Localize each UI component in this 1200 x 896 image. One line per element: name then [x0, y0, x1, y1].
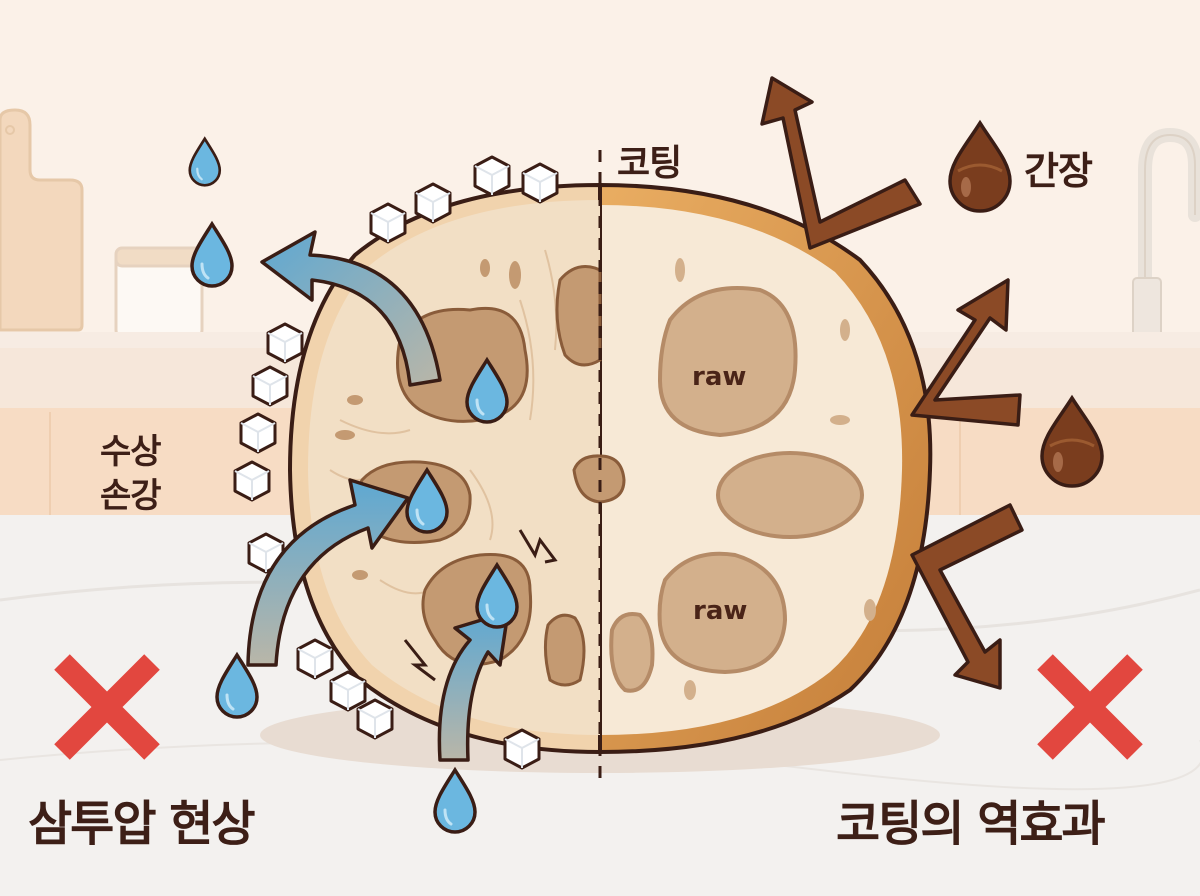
- x-mark-icon: [54, 654, 160, 760]
- raw-hole-top: [657, 286, 798, 438]
- left-side-label-line2: 손강: [100, 476, 162, 516]
- arrow-inward-icon: [246, 478, 410, 667]
- soy-sauce-label: 간장: [1024, 149, 1093, 193]
- bounce-icon: [403, 639, 436, 682]
- raw-label: raw: [693, 596, 748, 626]
- left-side-label: 수상 손강: [100, 430, 162, 518]
- reverse-effect-title: 코팅의 역효과: [836, 796, 1106, 852]
- bounce-icon: [518, 529, 558, 564]
- arrow-outward-icon: [260, 230, 442, 387]
- bounce-arrow-icon: [760, 76, 1024, 690]
- osmosis-title: 삼투압 현상: [28, 796, 256, 852]
- jar-icon: [114, 246, 204, 340]
- lotus-root-slice: [287, 150, 933, 780]
- raw-hole-bottom: [657, 551, 788, 675]
- x-mark-icon: [1037, 654, 1143, 760]
- faucet-icon: [1132, 127, 1200, 337]
- raw-label: raw: [692, 362, 747, 392]
- cutting-board-icon: [0, 108, 84, 332]
- coating-label: 코팅: [617, 143, 682, 184]
- left-side-label-line1: 수상: [100, 432, 162, 472]
